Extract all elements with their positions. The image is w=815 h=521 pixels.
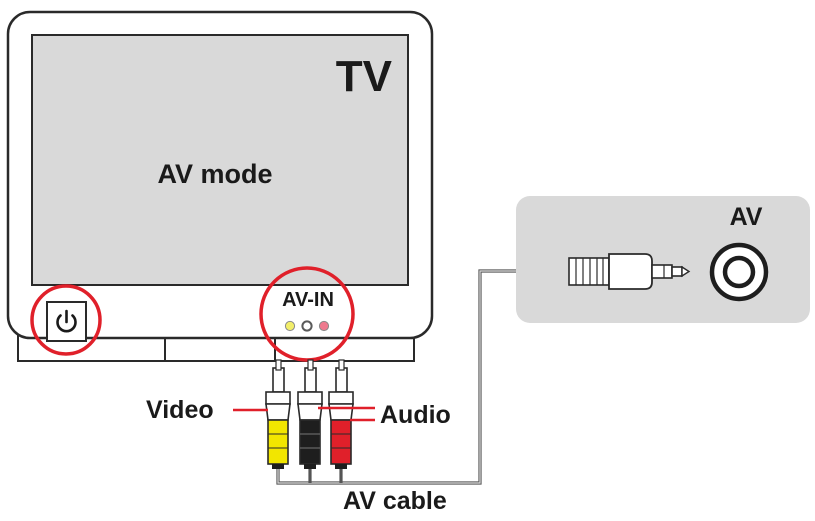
av-in-highlight-circle [259,266,355,362]
av-in-audio-left-jack[interactable] [301,320,313,332]
av-jack-icon[interactable] [709,242,769,302]
av-in-label: AV-IN [282,289,334,311]
av-in-video-jack[interactable] [284,320,296,332]
audio-label: Audio [380,401,451,429]
power-button[interactable] [46,301,87,342]
device-av-label: AV [730,203,763,231]
power-icon [56,309,77,333]
tv-screen [31,34,409,286]
av-cable-label: AV cable [343,487,447,515]
video-label: Video [146,396,214,424]
tv-set: TV AV mode AV-IN [6,10,434,362]
power-highlight-circle [30,284,102,356]
screen-text: AV mode [157,159,272,189]
rca-plug-video[interactable] [265,359,291,469]
rca-plug-audio-left[interactable] [297,359,323,469]
tv-title: TV [336,52,393,101]
av-cable: Video Audio AV cable [146,269,569,515]
device-panel: AV [516,196,810,323]
rca-plug-audio-right[interactable] [328,359,354,469]
mini-plug[interactable] [568,253,691,290]
av-in-audio-right-jack[interactable] [318,320,330,332]
